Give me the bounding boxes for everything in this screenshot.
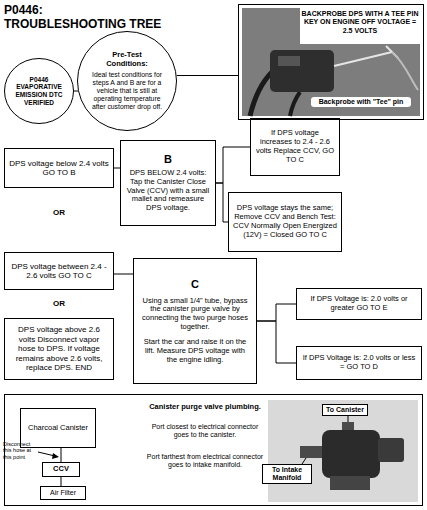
connector-line [177, 75, 238, 76]
node-text: Air Filter [43, 489, 83, 497]
node-text: DPS voltage below 2.4 volts GO TO B [9, 159, 109, 178]
condition-circle-outline [78, 32, 177, 131]
connector-line [216, 183, 228, 222]
condition-circle: Pre-Test Conditions: Ideal test condition… [77, 31, 177, 131]
component-box: CCV [42, 462, 80, 477]
node-text: BACKPROBE DPS WITH A TEE PIN KEY ON ENGI… [301, 10, 419, 35]
node-text: Pre-Test Conditions: [91, 51, 163, 69]
port-label: To Intake Manifold [262, 464, 312, 484]
meter-lead [392, 52, 418, 90]
port-label: To Canister [322, 404, 368, 416]
or-label: OR [4, 299, 114, 308]
step-box: B DPS BELOW 2.4 volts: Tap the Canister C… [120, 140, 216, 226]
start-oval-outline [5, 59, 74, 124]
component-box: Air Filter [40, 486, 86, 500]
leader-arrowhead [52, 453, 59, 459]
leader-line [348, 415, 349, 422]
connector-line [216, 147, 250, 183]
node-body-text: Start the car and raise it on the lift. … [139, 338, 251, 365]
node-body-text: Port farthest from electrical connector … [145, 453, 265, 470]
node-text: If DPS Voltage is: 2.0 volts or greater … [301, 295, 417, 313]
valve-photo-background [268, 400, 418, 502]
note-label: Disconnect this hose at this point [3, 441, 39, 460]
node-text: CCV [45, 465, 77, 474]
connector-line [74, 91, 78, 92]
valve-bracket [330, 476, 370, 490]
connector-line [61, 477, 62, 486]
node-body-text: Ideal test conditions for steps A and B … [91, 71, 163, 111]
component-box: Charcoal Canister [20, 408, 96, 448]
node-body-text: Backprobe with "Tee" pin [311, 97, 411, 107]
node-text: DPS voltage above 2.6 volts Disconnect v… [9, 325, 109, 372]
connector-latch [278, 56, 300, 66]
wire [250, 72, 272, 116]
node-text: If DPS voltage increases to 2.4 - 2.6 vo… [255, 129, 335, 164]
step-box: C Using a small 1/4" tube, bypass the can… [133, 258, 257, 384]
node-text: P0446 EVAPORATIVE EMISSION DTC VERIFIED [11, 76, 67, 107]
process-box: DPS voltage above 2.6 volts Disconnect v… [4, 318, 114, 380]
result-box: If DPS Voltage is: 2.0 volts or less = G… [296, 346, 422, 380]
connector-line [257, 321, 296, 363]
connector-line [257, 304, 296, 321]
connector-line [61, 448, 62, 462]
node-body-text: Port closest to electrical connector goe… [145, 423, 265, 440]
process-box: DPS voltage below 2.4 volts GO TO B [4, 148, 114, 188]
connector-line [114, 274, 133, 275]
node-body-text: DPS BELOW 2.4 volts: Tap the Canister Cl… [125, 169, 211, 213]
node-text: DPS voltage stays the same; Remove CCV a… [233, 204, 337, 239]
node-text: C [139, 278, 251, 291]
or-label: OR [4, 208, 114, 217]
node-text: Canister purge valve plumbing. [145, 403, 265, 412]
wire [290, 92, 300, 116]
tee-pin [334, 52, 392, 66]
result-box: If DPS Voltage is: 2.0 volts or greater … [296, 288, 422, 320]
node-text: DPS voltage between 2.4 - 2.6 volts GO T… [9, 262, 109, 281]
process-box: DPS voltage stays the same; Remove CCV a… [228, 192, 342, 252]
process-box: DPS voltage between 2.4 - 2.6 volts GO T… [4, 252, 114, 290]
node-text: B [125, 153, 211, 166]
start-oval: P0446 EVAPORATIVE EMISSION DTC VERIFIED [4, 58, 74, 124]
node-body-text: Using a small 1/4" tube, bypass the cani… [139, 297, 251, 332]
electrical-connector [378, 438, 404, 462]
photo-callout: BACKPROBE DPS WITH A TEE PIN KEY ON ENGI… [238, 4, 424, 120]
process-box: If DPS voltage increases to 2.4 - 2.6 vo… [250, 118, 340, 176]
purge-valve-body [322, 430, 380, 478]
node-text: Charcoal Canister [24, 424, 92, 433]
photo-background [242, 8, 420, 116]
intake-port [300, 446, 324, 458]
node-text: If DPS Voltage is: 2.0 volts or less = G… [301, 354, 417, 372]
sensor-connector [270, 50, 334, 92]
leader-line [38, 452, 55, 456]
connector-line [114, 168, 120, 169]
diagram-title: P0446: TROUBLESHOOTING TREE [4, 3, 164, 31]
